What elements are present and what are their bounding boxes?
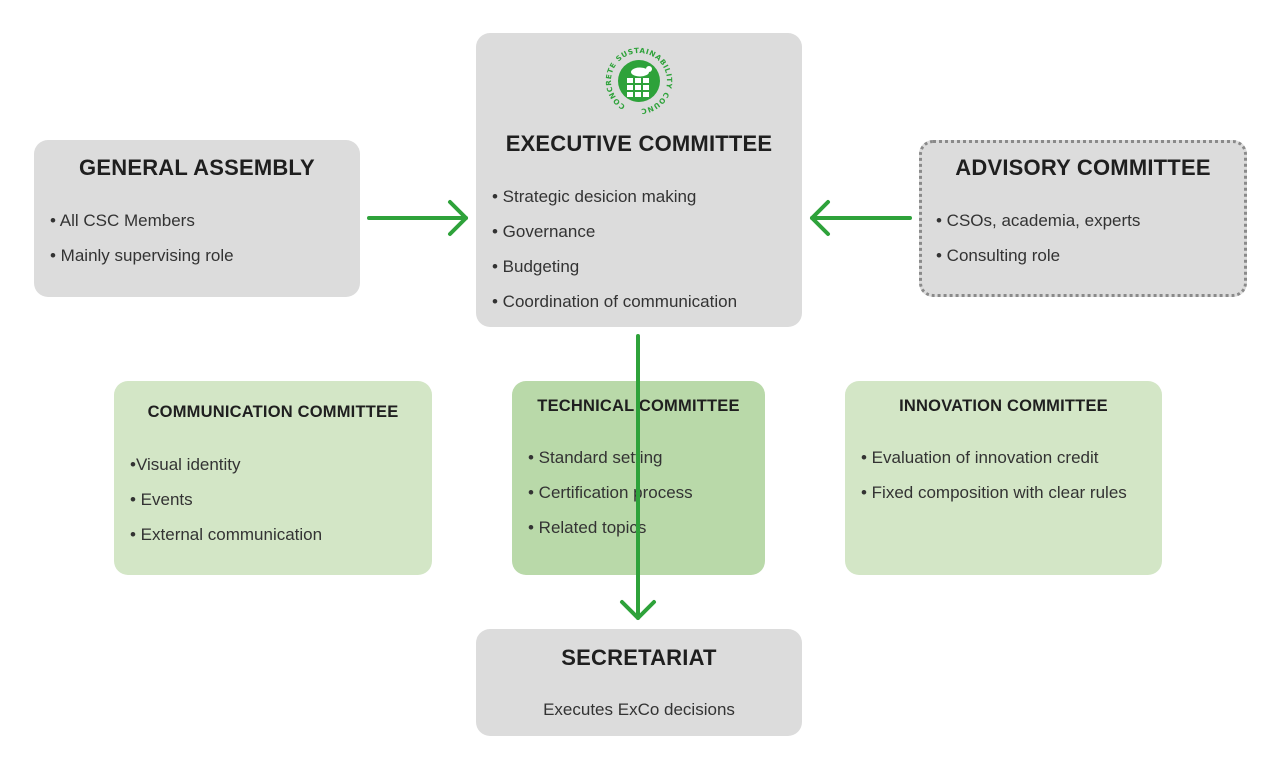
list-item: •Visual identity: [130, 455, 241, 474]
list-item: • Certification process: [528, 483, 693, 502]
list-item: • External communication: [130, 525, 323, 544]
list-item: • Mainly supervising role: [50, 246, 234, 265]
executive-committee-box: CONCRETE SUSTAINABILITY COUNCIL EXECUTIV…: [476, 33, 802, 327]
list-item: • Fixed composition with clear rules: [861, 483, 1127, 502]
executive-committee-list: • Strategic desicion making • Governance…: [492, 179, 737, 319]
advisory-committee-box: ADVISORY COMMITTEE • CSOs, academia, exp…: [919, 140, 1247, 297]
general-assembly-title: GENERAL ASSEMBLY: [79, 155, 315, 180]
innovation-committee-list: • Evaluation of innovation credit • Fixe…: [861, 440, 1127, 510]
technical-committee-box: TECHNICAL COMMITTEE • Standard setting •…: [512, 381, 765, 575]
advisory-committee-list: • CSOs, academia, experts • Consulting r…: [936, 203, 1140, 273]
list-item: • All CSC Members: [50, 211, 195, 230]
list-item: • Consulting role: [936, 246, 1061, 265]
list-item: • Related topics: [528, 518, 647, 537]
general-assembly-box: GENERAL ASSEMBLY • All CSC Members • Mai…: [34, 140, 360, 297]
innovation-committee-box: INNOVATION COMMITTEE • Evaluation of inn…: [845, 381, 1162, 575]
list-item: • Events: [130, 490, 193, 509]
general-assembly-list: • All CSC Members • Mainly supervising r…: [50, 203, 234, 273]
list-item: • Budgeting: [492, 257, 580, 276]
advisory-committee-title: ADVISORY COMMITTEE: [955, 155, 1211, 180]
technical-committee-list: • Standard setting • Certification proce…: [528, 440, 693, 545]
communication-committee-list: •Visual identity • Events • External com…: [130, 447, 322, 552]
list-item: • Governance: [492, 222, 596, 241]
list-item: • Strategic desicion making: [492, 187, 697, 206]
arrow-advisory-to-executive: [810, 200, 912, 236]
list-item: • Evaluation of innovation credit: [861, 448, 1099, 467]
secretariat-box: SECRETARIAT Executes ExCo decisions: [476, 629, 802, 736]
list-item: • Standard setting: [528, 448, 663, 467]
executive-committee-title: EXECUTIVE COMMITTEE: [505, 131, 773, 156]
secretariat-title: SECRETARIAT: [561, 645, 717, 670]
innovation-committee-title: INNOVATION COMMITTEE: [899, 397, 1108, 415]
communication-committee-title: COMMUNICATION COMMITTEE: [147, 403, 399, 421]
csc-logo: CONCRETE SUSTAINABILITY COUNCIL: [603, 45, 674, 116]
arrow-general-to-executive: [367, 200, 468, 236]
communication-committee-box: COMMUNICATION COMMITTEE •Visual identity…: [114, 381, 432, 575]
list-item: • Coordination of communication: [492, 292, 738, 311]
secretariat-description: Executes ExCo decisions: [543, 700, 735, 719]
list-item: • CSOs, academia, experts: [936, 211, 1141, 230]
technical-committee-title: TECHNICAL COMMITTEE: [537, 397, 740, 415]
